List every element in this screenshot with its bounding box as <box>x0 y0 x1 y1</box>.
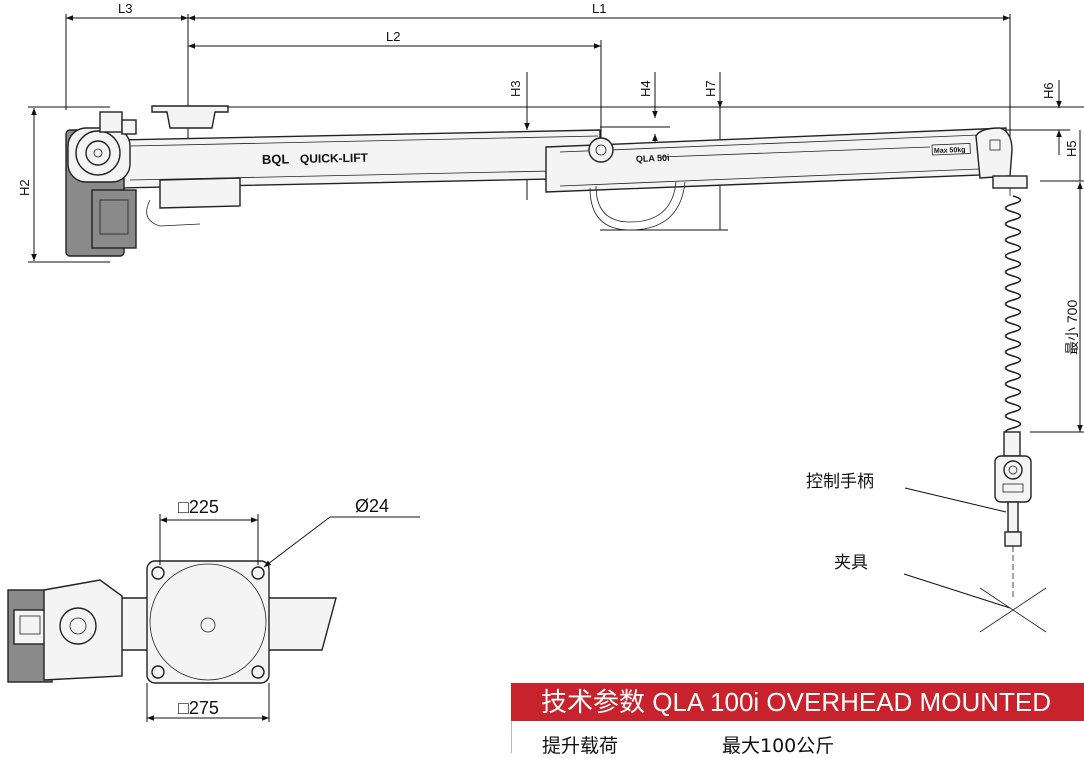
gripper-leader <box>903 573 1011 609</box>
control-handle <box>994 431 1032 600</box>
base-plate-view <box>7 514 420 722</box>
arm-max-load-text: Max 50kg <box>934 147 966 155</box>
lift-arm-drawing <box>65 105 1028 257</box>
dim-L2-label: L2 <box>386 29 400 44</box>
spec-banner: 技术参数 QLA 100i OVERHEAD MOUNTED <box>511 683 1084 721</box>
dim-H4-label: H4 <box>638 80 653 97</box>
spec-row: 提升载荷 最大100公斤 <box>511 721 1084 757</box>
handle-callout: 控制手柄 <box>806 472 874 491</box>
dim-min-700-label: 最小 700 <box>1064 300 1080 355</box>
plate-hole-diameter-label: Ø24 <box>355 496 389 516</box>
dim-H3-label: H3 <box>508 80 523 97</box>
dim-H2-label: H2 <box>17 179 32 196</box>
gripper-callout: 夹具 <box>834 553 868 572</box>
arm-product-text: QUICK-LIFT <box>300 151 369 166</box>
spec-banner-text: 技术参数 QLA 100i OVERHEAD MOUNTED <box>541 687 1051 717</box>
handle-leader <box>904 487 1007 513</box>
max-load-plate <box>931 143 971 156</box>
dimension-lines <box>28 14 1084 433</box>
dim-L3-label: L3 <box>118 1 132 16</box>
spec-row-label: 提升载荷 <box>542 735 619 757</box>
dim-H6-label: H6 <box>1041 82 1056 99</box>
dim-H7-label: H7 <box>703 80 718 97</box>
plate-top-square-label: □225 <box>178 497 219 517</box>
dim-L1-label: L1 <box>592 1 606 16</box>
arm-brand-text: BQL <box>262 151 290 167</box>
dim-H5-label: H5 <box>1064 140 1079 157</box>
coiled-hose <box>1004 195 1022 437</box>
spec-row-value: 最大100公斤 <box>722 735 835 757</box>
plate-bottom-square-label: □275 <box>178 698 219 718</box>
arm-model-text: QLA 50i <box>636 153 670 164</box>
